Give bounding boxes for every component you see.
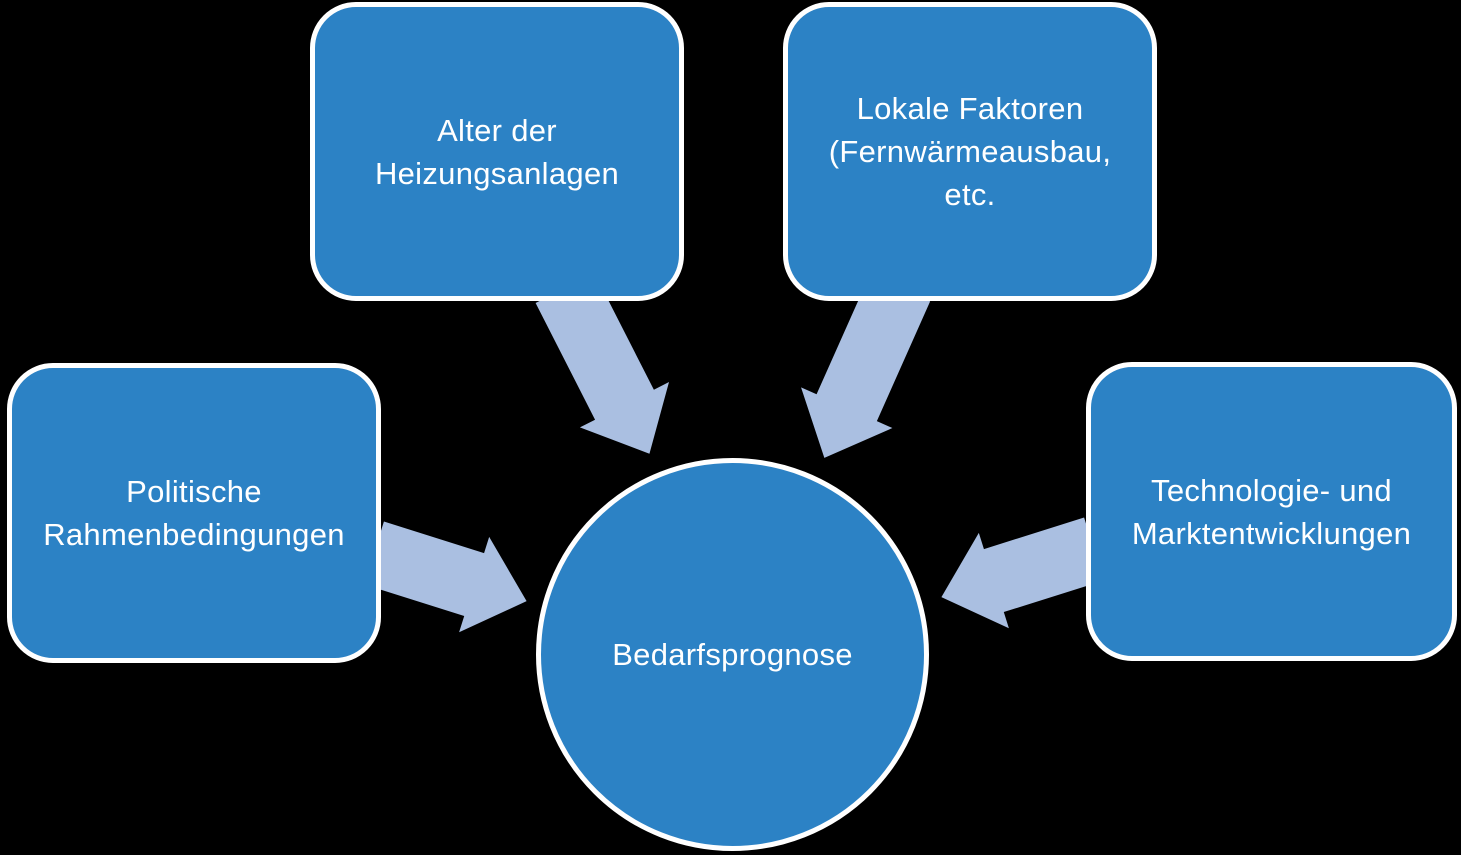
arrow-lokale-to-center <box>801 274 931 458</box>
node-bedarfsprognose: Bedarfsprognose <box>536 458 929 851</box>
node-label-line: (Fernwärmeausbau, <box>828 134 1112 169</box>
arrow-alter-to-center <box>535 273 670 454</box>
node-label-line: Rahmenbedingungen <box>43 517 345 552</box>
arrow-politische-to-center <box>364 521 527 633</box>
node-alter-der-heizungsanlagen: Alter der Heizungsanlagen <box>310 2 684 301</box>
arrow-technologie-to-center <box>941 517 1104 629</box>
node-label-line: etc. <box>944 177 996 212</box>
node-label-line: Alter der <box>437 112 557 148</box>
node-label-line: Bedarfsprognose <box>612 637 853 672</box>
node-technologie-und-marktentwicklungen: Technologie- und Marktentwicklungen <box>1086 362 1457 661</box>
node-label-line: Lokale Faktoren <box>856 91 1084 126</box>
node-label-line: Heizungsanlagen <box>374 155 620 191</box>
node-lokale-faktoren: Lokale Faktoren (Fernwärmeausbau, etc. <box>783 2 1157 301</box>
node-politische-rahmenbedingungen: Politische Rahmenbedingungen <box>7 363 381 663</box>
node-label-line: Marktentwicklungen <box>1131 515 1412 551</box>
node-label-line: Technologie- und <box>1151 472 1392 508</box>
node-label-line: Politische <box>126 474 262 509</box>
